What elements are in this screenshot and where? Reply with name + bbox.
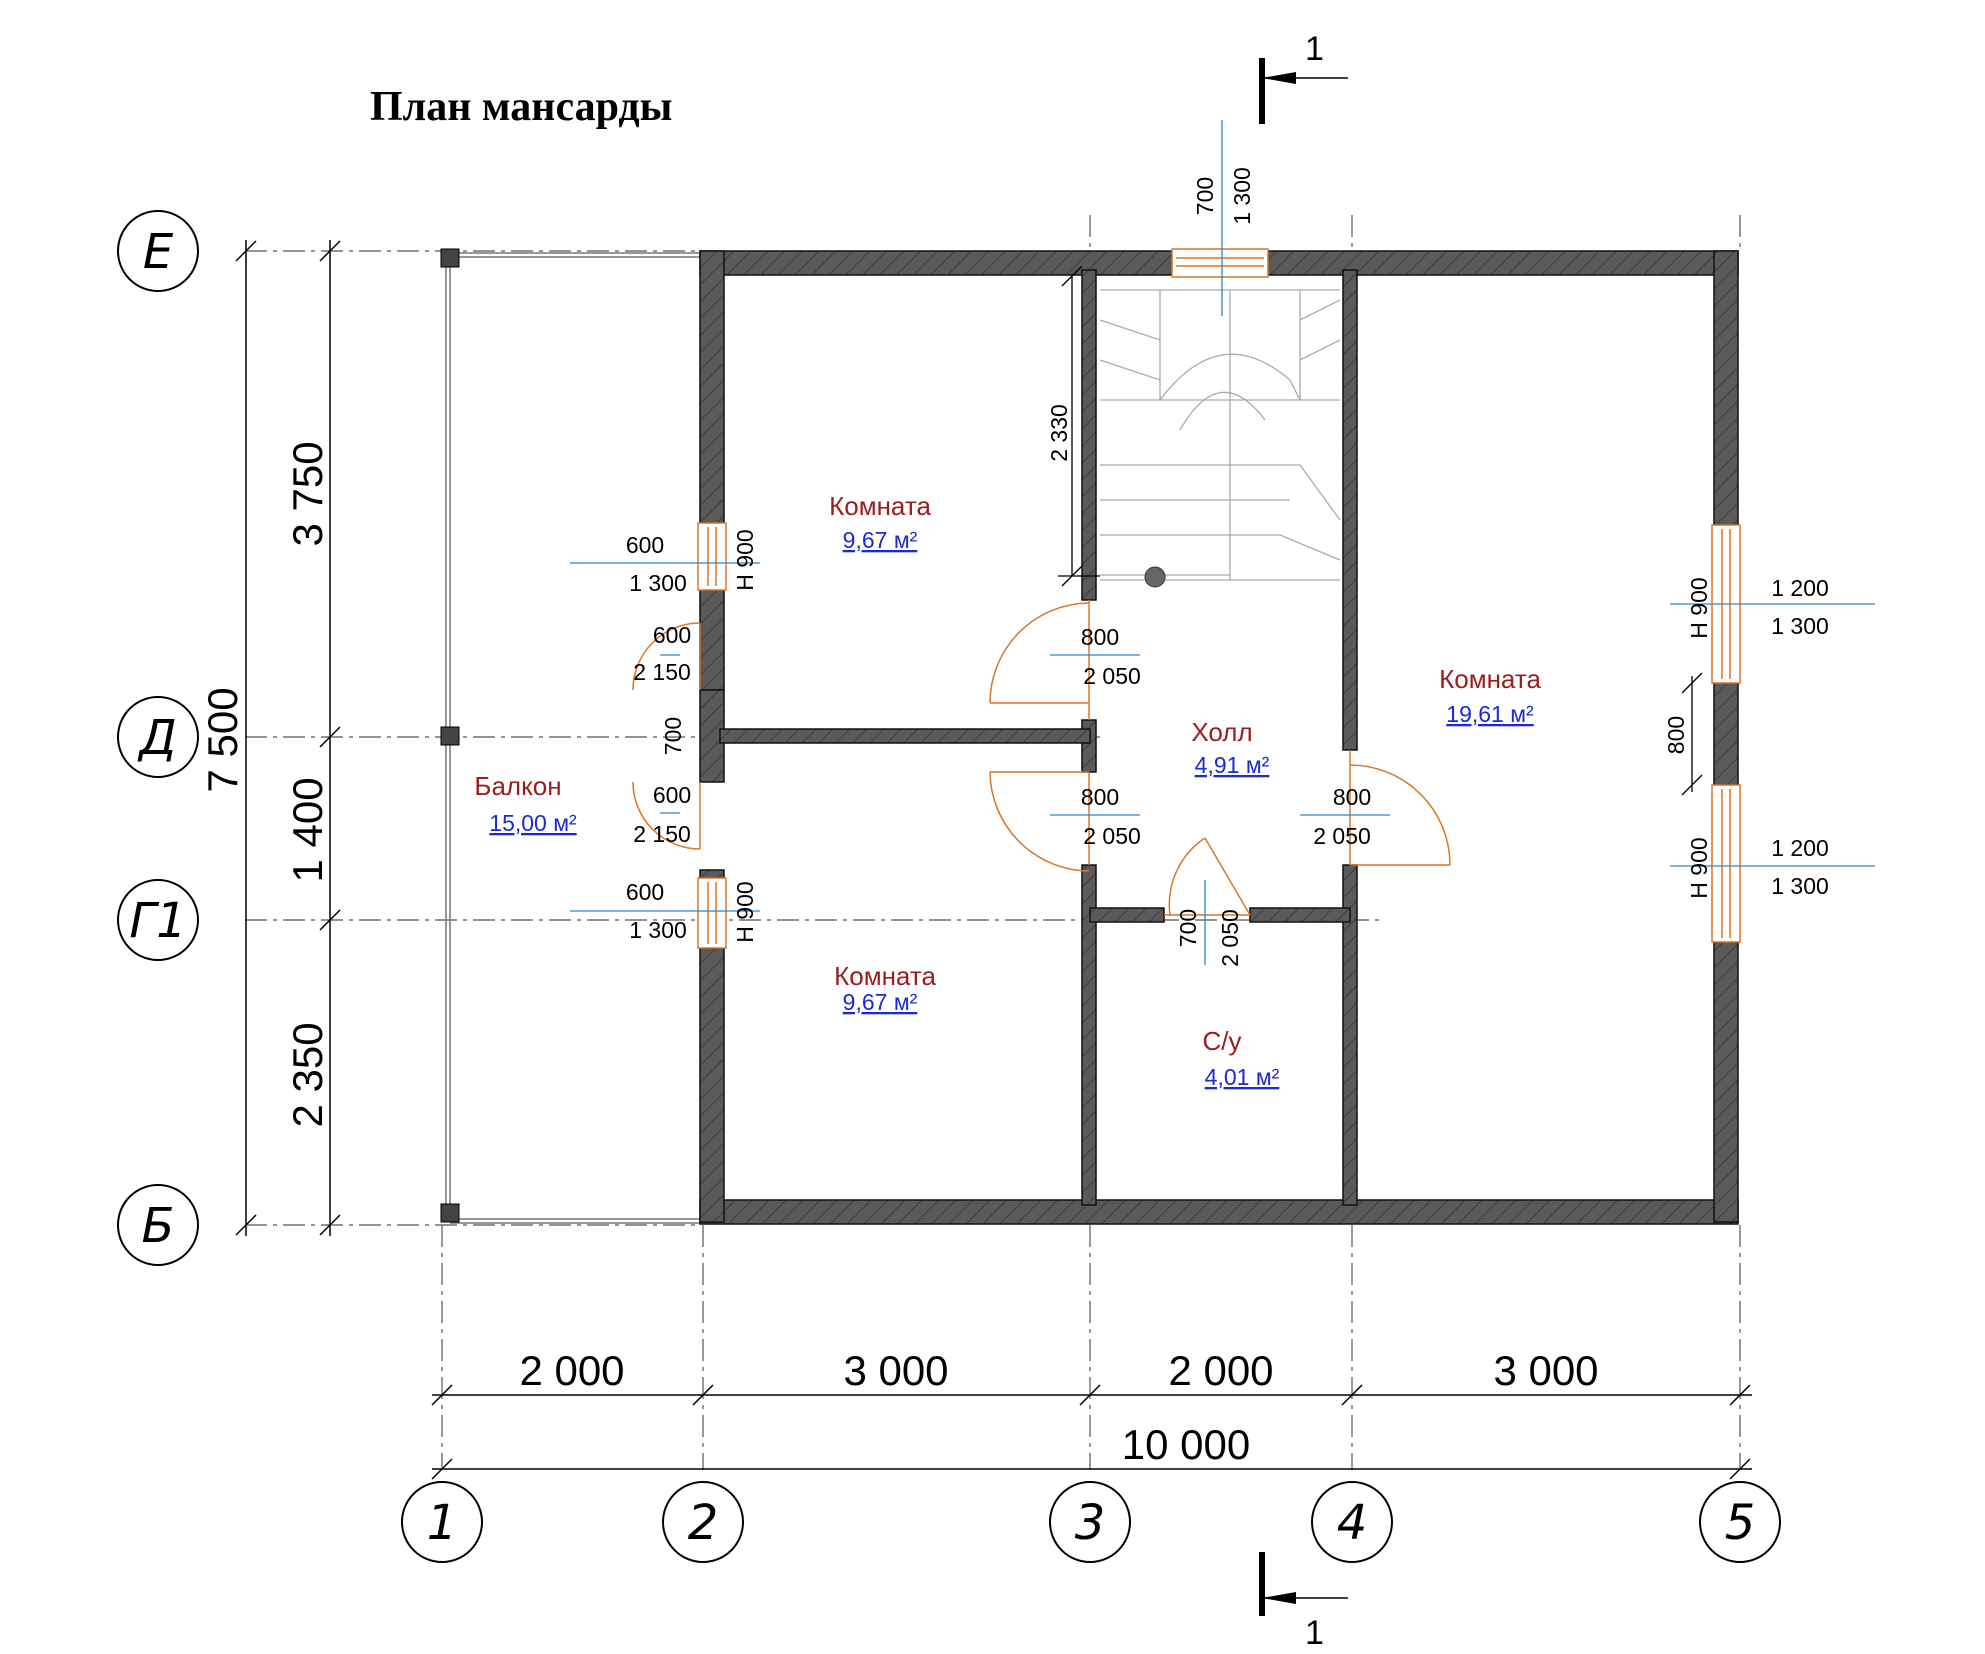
door-east-width: 800: [1333, 784, 1371, 810]
axis-bubble-3: 3: [1049, 1481, 1131, 1563]
walls: [699, 250, 1739, 1225]
vertical-dimension-lines: [235, 240, 341, 1236]
axis-bubble-g1: Г1: [117, 879, 199, 961]
door-east-height: 2 050: [1313, 823, 1371, 849]
axis-bubble-5: 5: [1699, 1481, 1781, 1563]
grid-lines: [245, 215, 1741, 1470]
top-window-width: 700: [1192, 177, 1218, 215]
svg-text:Д: Д: [137, 710, 177, 766]
west-upper-window-height: 1 300: [629, 570, 687, 596]
room-nw-name: Комната: [829, 491, 931, 521]
door-sw-height: 2 050: [1083, 823, 1141, 849]
section-mark-bottom: [1259, 1552, 1348, 1616]
svg-text:4: 4: [1337, 1495, 1368, 1551]
hall-area: 4,91 м²: [1195, 752, 1270, 778]
dim-pier-800: 800: [1663, 716, 1689, 754]
door-room-nw: [989, 600, 1090, 720]
east-lower-window-width: 1 200: [1771, 835, 1829, 861]
balcony-door-lower-width: 600: [653, 782, 691, 808]
pier-dimension-east: [1681, 672, 1703, 796]
door-nw-height: 2 050: [1083, 663, 1141, 689]
east-upper-window-sill: Н 900: [1686, 577, 1712, 638]
east-upper-window-width: 1 200: [1771, 575, 1829, 601]
svg-text:3: 3: [1075, 1495, 1106, 1551]
svg-text:Б: Б: [142, 1198, 175, 1254]
svg-text:Е: Е: [143, 224, 174, 280]
dim-horizontal-4-5: 3 000: [1493, 1347, 1598, 1394]
window-west-upper: [697, 522, 727, 591]
west-upper-window-width: 600: [626, 532, 664, 558]
door-wc-width: 700: [1175, 909, 1201, 947]
room-east-area: 19,61 м²: [1446, 701, 1534, 727]
dim-vertical-e-d: 3 750: [284, 441, 331, 546]
door-nw-width: 800: [1081, 624, 1119, 650]
room-sw-area: 9,67 м²: [843, 989, 918, 1015]
dim-vertical-d-g1: 1 400: [284, 777, 331, 882]
section-mark-top: [1259, 58, 1348, 124]
axis-bubble-4: 4: [1311, 1481, 1393, 1563]
east-upper-window-height: 1 300: [1771, 613, 1829, 639]
balcony-post: [440, 726, 460, 746]
west-lower-window-width: 600: [626, 879, 664, 905]
balcony-area: 15,00 м²: [489, 810, 577, 836]
balcony-door-lower-height: 2 150: [633, 821, 691, 847]
dim-horizontal-3-4: 2 000: [1168, 1347, 1273, 1394]
door-wc: [1164, 837, 1251, 916]
svg-text:Г1: Г1: [129, 893, 186, 949]
window-top: [1171, 248, 1269, 278]
dim-stair-height: 2 330: [1046, 404, 1072, 462]
room-east-name: Комната: [1439, 664, 1541, 694]
stair-newel-post: [1144, 566, 1166, 588]
leader-lines: [570, 120, 1875, 965]
horizontal-dimension-lines: [431, 1384, 1752, 1480]
axis-bubble-b: Б: [117, 1184, 199, 1266]
west-upper-window-sill: Н 900: [732, 529, 758, 590]
door-sw-width: 800: [1081, 784, 1119, 810]
axis-bubble-d: Д: [117, 696, 199, 778]
axis-bubble-e: Е: [117, 210, 199, 292]
axis-bubble-2: 2: [662, 1481, 744, 1563]
dim-vertical-total: 7 500: [199, 687, 246, 792]
dim-vertical-g1-b: 2 350: [284, 1022, 331, 1127]
svg-text:5: 5: [1725, 1495, 1756, 1551]
hall-name: Холл: [1191, 717, 1252, 747]
window-west-lower: [697, 877, 727, 949]
dim-horizontal-total: 10 000: [1122, 1421, 1250, 1468]
pier-700: 700: [660, 717, 686, 755]
door-room-sw: [989, 771, 1090, 872]
door-wc-height: 2 050: [1217, 909, 1243, 967]
east-lower-window-height: 1 300: [1771, 873, 1829, 899]
door-balcony-lower: [632, 781, 701, 850]
balcony-post: [440, 1203, 460, 1223]
axis-bubble-1: 1: [401, 1481, 483, 1563]
balcony-post: [440, 248, 460, 268]
door-room-east: [1349, 750, 1451, 866]
east-lower-window-sill: Н 900: [1686, 837, 1712, 898]
stair-height-dimension: [1058, 265, 1100, 587]
top-window-height: 1 300: [1229, 167, 1255, 225]
room-sw-name: Комната: [834, 961, 936, 991]
staircase: [1099, 289, 1341, 581]
svg-text:1: 1: [427, 1495, 458, 1551]
balcony-door-upper-height: 2 150: [633, 659, 691, 685]
west-lower-window-height: 1 300: [629, 917, 687, 943]
page-title: План мансарды: [370, 84, 672, 130]
dim-horizontal-2-3: 3 000: [843, 1347, 948, 1394]
wc-name: С/у: [1203, 1026, 1242, 1056]
section-label-top: 1: [1305, 30, 1324, 68]
wc-area: 4,01 м²: [1205, 1064, 1280, 1090]
window-east-lower: [1711, 784, 1741, 943]
dim-horizontal-1-2: 2 000: [519, 1347, 624, 1394]
balcony-door-upper-width: 600: [653, 622, 691, 648]
svg-text:2: 2: [688, 1495, 719, 1551]
west-lower-window-sill: Н 900: [732, 881, 758, 942]
balcony-name: Балкон: [474, 771, 561, 801]
section-label-bottom: 1: [1305, 1614, 1324, 1652]
door-balcony-upper: [632, 622, 701, 691]
room-nw-area: 9,67 м²: [843, 527, 918, 553]
